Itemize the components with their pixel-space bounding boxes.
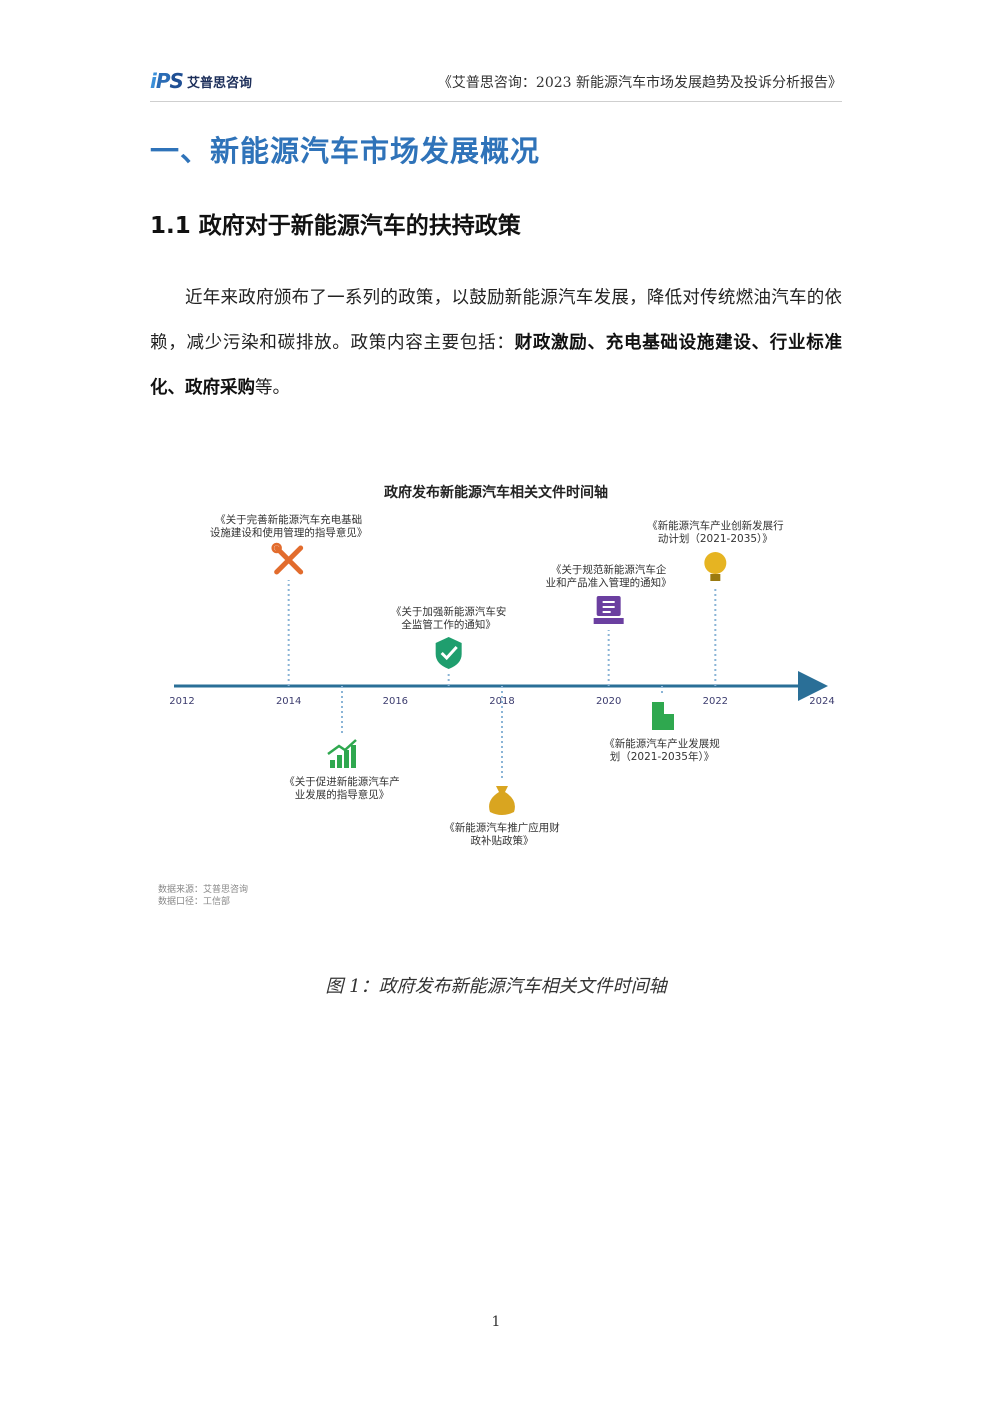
growth-line <box>327 739 357 756</box>
money-bag-icon <box>489 786 515 815</box>
paragraph-bold-text: 财政激励、充电基础设施建设、行业标准化、政府采购 <box>150 333 842 398</box>
event-label-line: 《新能源汽车产业发展规 <box>604 738 720 750</box>
growth-bar <box>337 755 342 768</box>
event-label-line: 划（2021-2035年）》 <box>609 751 715 763</box>
source-line: 数据口径：工信部 <box>158 897 231 907</box>
event-label: 《关于完善新能源汽车充电基础设施建设和使用管理的指导意见》 <box>194 514 384 540</box>
growth-bar <box>330 760 335 768</box>
money-bag-shape <box>489 786 515 815</box>
year-tick-label: 2016 <box>383 696 408 707</box>
growth-bar <box>344 750 349 768</box>
page-number: 1 <box>491 1314 501 1330</box>
logo-text: 艾普思咨询 <box>186 75 252 91</box>
section-subtitle: 1.1 政府对于新能源汽车的扶持政策 <box>150 213 521 239</box>
event-label-line: 《关于完善新能源汽车充电基础 <box>215 514 363 526</box>
buildings-icon <box>652 702 674 730</box>
document-lines <box>602 601 615 613</box>
event-label: 《关于规范新能源汽车企业和产品准入管理的通知》 <box>514 564 704 590</box>
figure-caption: 图 1：政府发布新能源汽车相关文件时间轴 <box>325 976 667 997</box>
timeline-svg: 2012201420162018202020222024 <box>169 542 835 815</box>
bulb-glass <box>704 552 727 574</box>
event-label-line: 业和产品准入管理的通知》 <box>545 577 672 589</box>
shield-shape <box>435 637 462 669</box>
year-tick-label: 2022 <box>703 696 728 707</box>
chart-source: 数据来源：艾普思咨询 数据口径：工信部 <box>158 884 248 908</box>
building-tall <box>652 702 664 730</box>
event-label-line: 《关于促进新能源汽车产 <box>284 776 400 788</box>
lightbulb-icon <box>704 552 727 581</box>
year-tick-label: 2012 <box>169 696 194 707</box>
source-line: 数据来源：艾普思咨询 <box>158 885 249 895</box>
year-tick-label: 2020 <box>596 696 621 707</box>
building-short <box>664 714 674 730</box>
document-base <box>593 618 624 624</box>
event-label: 《关于促进新能源汽车产业发展的指导意见》 <box>247 776 437 802</box>
shield-icon <box>435 637 462 669</box>
logo-mark: iPS <box>150 69 184 93</box>
shield-check <box>440 645 458 661</box>
event-label: 《新能源汽车产业发展规划（2021-2035年）》 <box>567 738 757 764</box>
body-paragraph: 近年来政府颁布了一系列的政策，以鼓励新能源汽车发展，降低对传统燃油汽车的依赖，减… <box>150 276 842 411</box>
growth-chart-icon <box>327 739 357 768</box>
event-label-line: 设施建设和使用管理的指导意见》 <box>209 527 368 539</box>
event-label-line: 《关于加强新能源汽车安 <box>390 606 507 618</box>
paragraph-text: 近年来政府颁布了一系列的政策，以鼓励新能源汽车发展，降低对传统燃油汽车的依赖，减… <box>150 288 842 353</box>
document-icon <box>593 596 624 624</box>
event-label-line: 全监管工作的通知》 <box>401 619 496 631</box>
year-tick-label: 2024 <box>809 696 834 707</box>
event-label: 《关于加强新能源汽车安全监管工作的通知》 <box>354 606 544 632</box>
report-title: 《艾普思咨询：2023 新能源汽车市场发展趋势及投诉分析报告》 <box>437 75 842 91</box>
event-label: 《新能源汽车推广应用财政补贴政策》 <box>407 822 597 848</box>
chart-title: 政府发布新能源汽车相关文件时间轴 <box>384 485 608 501</box>
paragraph-text-end: 等。 <box>255 378 290 398</box>
event-label-line: 《新能源汽车产业创新发展行 <box>647 520 784 532</box>
tools-shape <box>274 545 304 575</box>
wrench-head <box>271 542 282 554</box>
section-title: 一、新能源汽车市场发展概况 <box>150 134 541 168</box>
year-tick-label: 2014 <box>276 696 301 707</box>
event-label-line: 政补贴政策》 <box>470 835 534 847</box>
event-label-line: 业发展的指导意见》 <box>294 789 390 801</box>
event-label: 《新能源汽车产业创新发展行动计划（2021-2035）》 <box>620 520 810 546</box>
company-logo: iPS 艾普思咨询 <box>150 68 252 94</box>
tools-icon <box>271 542 304 575</box>
growth-bar <box>351 745 356 768</box>
policy-timeline-chart: 政府发布新能源汽车相关文件时间轴 20122014201620182020202… <box>150 470 842 920</box>
event-label-line: 《关于规范新能源汽车企 <box>550 564 667 576</box>
page-header: iPS 艾普思咨询 《艾普思咨询：2023 新能源汽车市场发展趋势及投诉分析报告… <box>150 62 842 102</box>
bulb-base <box>710 574 721 581</box>
event-label-line: 动计划（2021-2035）》 <box>657 533 773 545</box>
event-label-line: 《新能源汽车推广应用财 <box>444 822 560 834</box>
